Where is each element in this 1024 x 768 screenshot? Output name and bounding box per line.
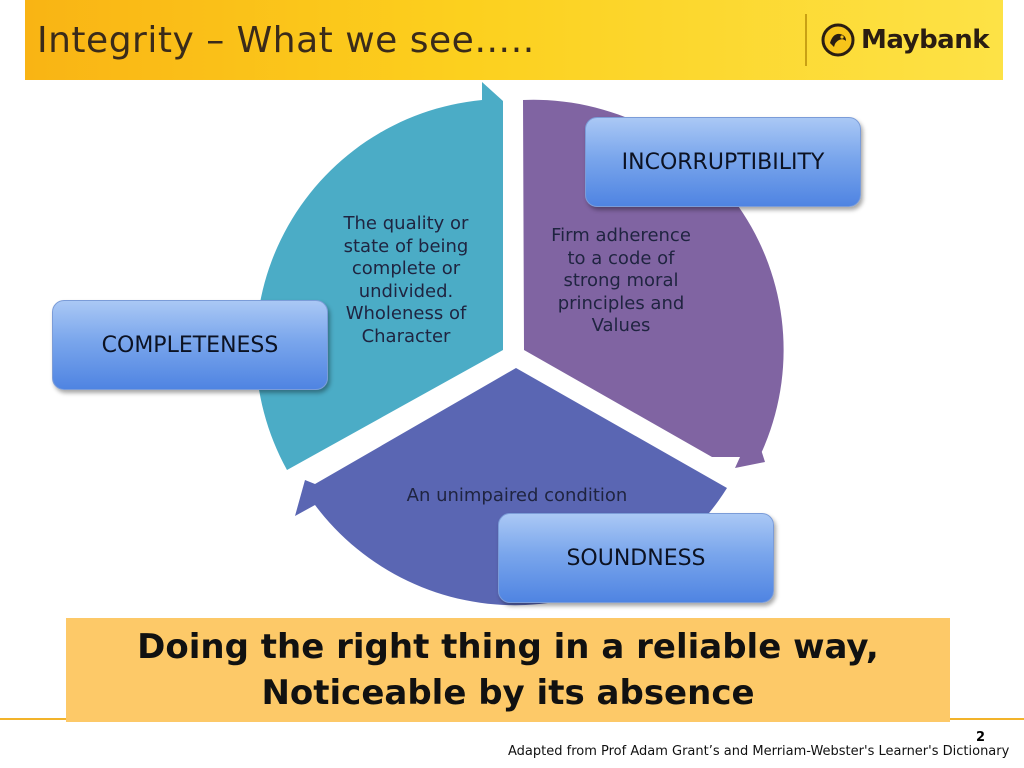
page-number: 2 bbox=[976, 730, 986, 745]
slide-title: Integrity – What we see….. bbox=[37, 20, 535, 61]
soundness-label: SOUNDNESS bbox=[498, 513, 774, 603]
tagline-line-2: Noticeable by its absence bbox=[261, 673, 755, 713]
brand-name: Maybank bbox=[861, 25, 990, 55]
completeness-label: COMPLETENESS bbox=[52, 300, 328, 390]
logo-divider bbox=[805, 14, 807, 66]
header-bar: Integrity – What we see….. Maybank bbox=[25, 0, 1003, 80]
completeness-description: The quality or state of being complete o… bbox=[343, 213, 469, 347]
soundness-description: An unimpaired condition bbox=[406, 485, 628, 506]
incorruptibility-description: Firm adherence to a code of strong moral… bbox=[551, 225, 691, 336]
tiger-emblem-icon bbox=[821, 23, 855, 57]
tagline-line-1: Doing the right thing in a reliable way, bbox=[137, 627, 879, 667]
maybank-logo: Maybank bbox=[821, 22, 990, 58]
incorruptibility-label: INCORRUPTIBILITY bbox=[585, 117, 861, 207]
tagline-box: Doing the right thing in a reliable way,… bbox=[66, 618, 950, 722]
source-footnote: Adapted from Prof Adam Grant’s and Merri… bbox=[508, 744, 1010, 759]
